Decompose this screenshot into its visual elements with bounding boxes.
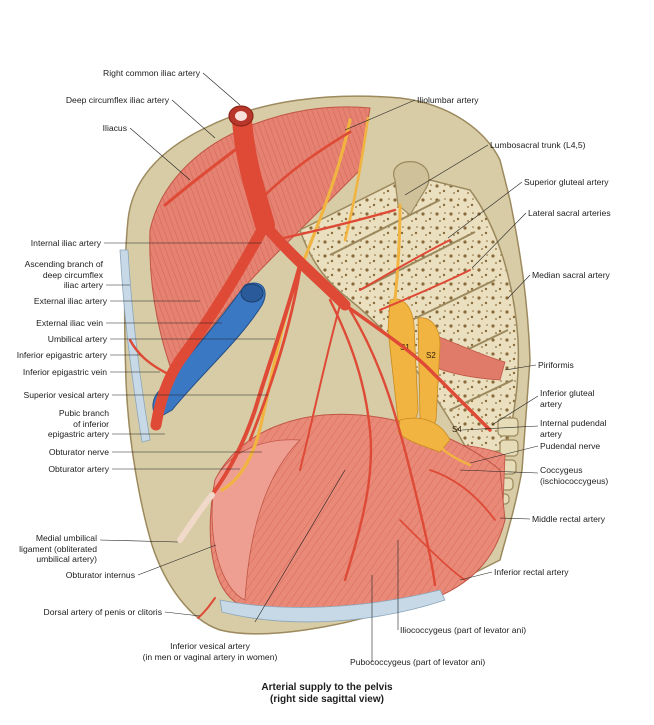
figure-caption-subtitle: (right side sagittal view) [270,694,384,705]
label-inferior-epigastric-vein: Inferior epigastric vein [22,367,107,377]
label-lateral-sacral-arteries: Lateral sacral arteries [528,208,611,218]
label-ascending-branch: Ascending branch of deep circumflex ilia… [24,259,103,290]
label-inferior-rectal-artery: Inferior rectal artery [494,567,569,577]
label-inferior-gluteal-artery: Inferior gluteal artery [540,388,595,409]
label-deep-circumflex-iliac-artery: Deep circumflex iliac artery [65,95,169,105]
label-pubic-branch: Pubic branch of inferior epigastric arte… [47,408,109,439]
label-external-iliac-artery: External iliac artery [33,296,107,306]
label-median-sacral-artery: Median sacral artery [532,270,610,280]
label-obturator-internus: Obturator internus [65,570,135,580]
label-pudendal-nerve: Pudendal nerve [540,441,601,451]
label-umbilical-artery: Umbilical artery [47,334,107,344]
label-obturator-artery: Obturator artery [48,464,109,474]
label-internal-pudendal-artery: Internal pudendal artery [540,418,607,439]
label-external-iliac-vein: External iliac vein [36,318,103,328]
vertebral-segments [329,199,514,411]
label-obturator-nerve: Obturator nerve [48,447,109,457]
external-iliac-vein-shape [152,282,266,419]
medial-umbilical-ligament-shape [177,492,215,543]
label-dorsal-artery: Dorsal artery of penis or clitoris [43,607,162,617]
label-coccygeus: Coccygeus (ischiococcygeus) [540,465,609,486]
label-piriformis: Piriformis [538,360,574,370]
lumbar-vertebra [393,161,430,216]
leader-lines [99,72,539,662]
s4-label: S4 [452,425,462,434]
label-internal-iliac-artery: Internal iliac artery [30,238,101,248]
label-iliolumbar-artery: Iliolumbar artery [417,95,479,105]
label-medial-umbilical-ligament: Medial umbilical ligament (obliterated u… [19,533,97,564]
label-superior-gluteal-artery: Superior gluteal artery [524,177,609,187]
label-inferior-vesical-artery: Inferior vesical artery (in men or vagin… [142,641,278,662]
s2-label: S2 [426,351,436,360]
label-iliococcygeus: Iliococcygeus (part of levator ani) [400,625,527,635]
label-right-common-iliac-artery: Right common iliac artery [103,68,200,78]
label-pubococcygeus: Pubococcygeus (part of levator ani) [350,657,486,667]
arteries [128,110,496,619]
label-middle-rectal-artery: Middle rectal artery [532,514,606,524]
pubic-ramus [219,589,446,623]
label-iliacus: Iliacus [102,123,127,133]
label-superior-vesical-artery: Superior vesical artery [23,390,110,400]
figure-caption-title: Arterial supply to the pelvis [261,682,393,693]
label-lumbosacral-trunk: Lumbosacral trunk (L4,5) [490,140,586,150]
label-inferior-epigastric-artery: Inferior epigastric artery [16,350,107,360]
